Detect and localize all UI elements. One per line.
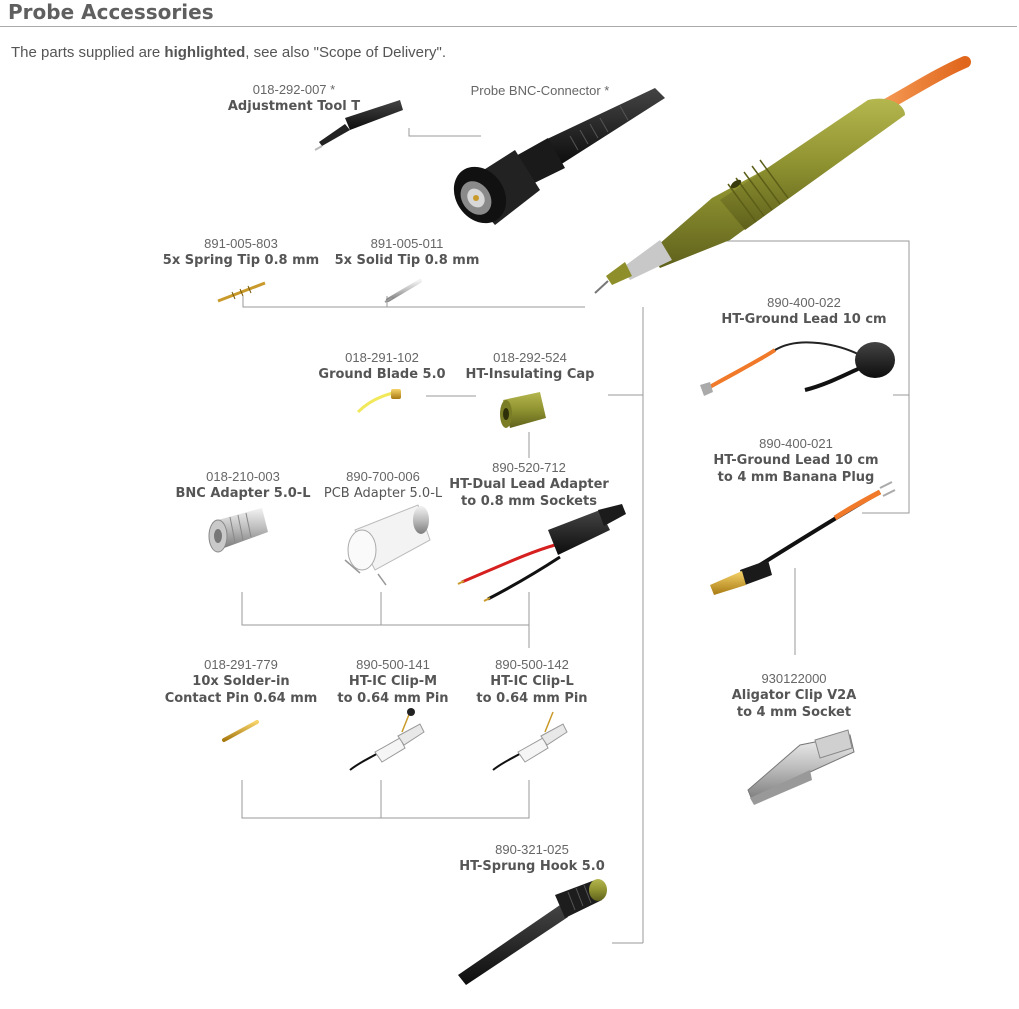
caption-bnc-connector: Probe BNC-Connector * <box>471 82 610 99</box>
pcb-adapter-illustration <box>344 504 431 586</box>
part-name: Adjustment Tool T <box>227 99 361 114</box>
part-name-line2: to 0.64 mm Pin <box>476 691 588 706</box>
caption-solder-pin: 018-291-779 10x Solder-in Contact Pin 0.… <box>165 656 318 707</box>
caption-clip-l: 890-500-142 HT-IC Clip-L to 0.64 mm Pin <box>476 656 587 707</box>
caption-ground-lead-banana: 890-400-021 HT-Ground Lead 10 cm to 4 mm… <box>713 435 878 486</box>
part-name-line2: to 0.8 mm Sockets <box>461 494 597 509</box>
intro-text: The parts supplied are highlighted, see … <box>11 44 446 61</box>
insulating-cap-illustration <box>500 392 546 428</box>
part-name: HT-Ground Lead 10 cm <box>721 312 887 327</box>
part-number: 018-210-003 <box>206 469 280 484</box>
aligator-clip-illustration <box>747 729 855 805</box>
part-name: 5x Solid Tip 0.8 mm <box>334 253 480 268</box>
part-number: 930122000 <box>761 671 827 686</box>
part-name: Ground Blade 5.0 <box>318 367 446 382</box>
part-name: HT-Insulating Cap <box>465 367 595 382</box>
caption-sprung-hook: 890-321-025 HT-Sprung Hook 5.0 <box>459 841 605 875</box>
intro-highlight: highlighted <box>164 44 246 61</box>
solid-tip-illustration <box>384 279 422 303</box>
caption-insulating-cap: 018-292-524 HT-Insulating Cap <box>466 349 595 383</box>
part-number: 018-292-007 * <box>252 82 336 97</box>
caption-dual-lead-adapter: 890-520-712 HT-Dual Lead Adapter to 0.8 … <box>449 459 609 510</box>
solder-pin-illustration <box>222 720 259 742</box>
bnc-connector-illustration <box>453 88 665 225</box>
probe-illustration <box>594 56 971 294</box>
part-number: 018-291-779 <box>204 657 278 672</box>
ic-clip-l-illustration <box>492 711 568 771</box>
caption-ground-blade: 018-291-102 Ground Blade 5.0 <box>318 349 445 383</box>
part-name-line1: HT-Dual Lead Adapter <box>449 477 609 492</box>
caption-solid-tip: 891-005-011 5x Solid Tip 0.8 mm <box>335 235 480 269</box>
intro-suffix: , see also "Scope of Delivery". <box>245 44 446 61</box>
part-name-line2: to 0.64 mm Pin <box>337 691 449 706</box>
caption-adjustment-tool: 018-292-007 * Adjustment Tool T <box>228 81 360 115</box>
caption-clip-m: 890-500-141 HT-IC Clip-M to 0.64 mm Pin <box>337 656 448 707</box>
adjustment-tool-illustration <box>314 100 403 151</box>
caption-bnc-adapter: 018-210-003 BNC Adapter 5.0-L <box>176 468 311 502</box>
part-name-line1: HT-IC Clip-M <box>348 674 438 689</box>
part-number: 890-500-142 <box>495 657 569 672</box>
caption-ground-lead-10: 890-400-022 HT-Ground Lead 10 cm <box>721 294 886 328</box>
part-name-line1: Aligator Clip V2A <box>731 688 857 703</box>
sprung-hook-illustration <box>458 879 607 985</box>
bnc-adapter-illustration <box>208 508 268 553</box>
caption-spring-tip: 891-005-803 5x Spring Tip 0.8 mm <box>163 235 319 269</box>
part-number: 018-291-102 <box>345 350 419 365</box>
part-name: PCB Adapter 5.0-L <box>323 486 443 501</box>
part-number: 890-520-712 <box>492 460 566 475</box>
ground-blade-illustration <box>356 389 401 414</box>
part-number: 890-500-141 <box>356 657 430 672</box>
part-number: 891-005-011 <box>370 236 444 251</box>
part-number: 890-400-021 <box>759 436 833 451</box>
part-name-line2: Contact Pin 0.64 mm <box>164 691 318 706</box>
ic-clip-m-illustration <box>349 708 425 771</box>
spring-tip-illustration <box>217 281 266 303</box>
dual-lead-adapter-illustration <box>457 504 626 602</box>
part-number: 891-005-803 <box>204 236 278 251</box>
part-number: 890-700-006 <box>346 469 420 484</box>
part-name: BNC Adapter 5.0-L <box>175 486 311 501</box>
caption-pcb-adapter: 890-700-006 PCB Adapter 5.0-L <box>324 468 442 502</box>
part-number: 018-292-524 <box>493 350 567 365</box>
part-number: 890-321-025 <box>495 842 569 857</box>
page-title: Probe Accessories <box>8 0 214 24</box>
caption-aligator-clip: 930122000 Aligator Clip V2A to 4 mm Sock… <box>732 670 857 721</box>
part-name: 5x Spring Tip 0.8 mm <box>162 253 320 268</box>
part-name: HT-Sprung Hook 5.0 <box>459 859 605 874</box>
part-number: 890-400-022 <box>767 295 841 310</box>
intro-prefix: The parts supplied are <box>11 44 165 61</box>
part-name-line1: 10x Solder-in <box>192 674 290 689</box>
part-name: Probe BNC-Connector * <box>470 83 610 98</box>
ground-lead-10-illustration <box>700 341 895 396</box>
part-name-line1: HT-IC Clip-L <box>490 674 574 689</box>
part-name-line2: to 4 mm Banana Plug <box>717 470 875 485</box>
title-divider <box>0 26 1017 27</box>
ground-lead-banana-illustration <box>710 481 896 595</box>
part-name-line2: to 4 mm Socket <box>736 705 852 720</box>
part-name-line1: HT-Ground Lead 10 cm <box>713 453 879 468</box>
